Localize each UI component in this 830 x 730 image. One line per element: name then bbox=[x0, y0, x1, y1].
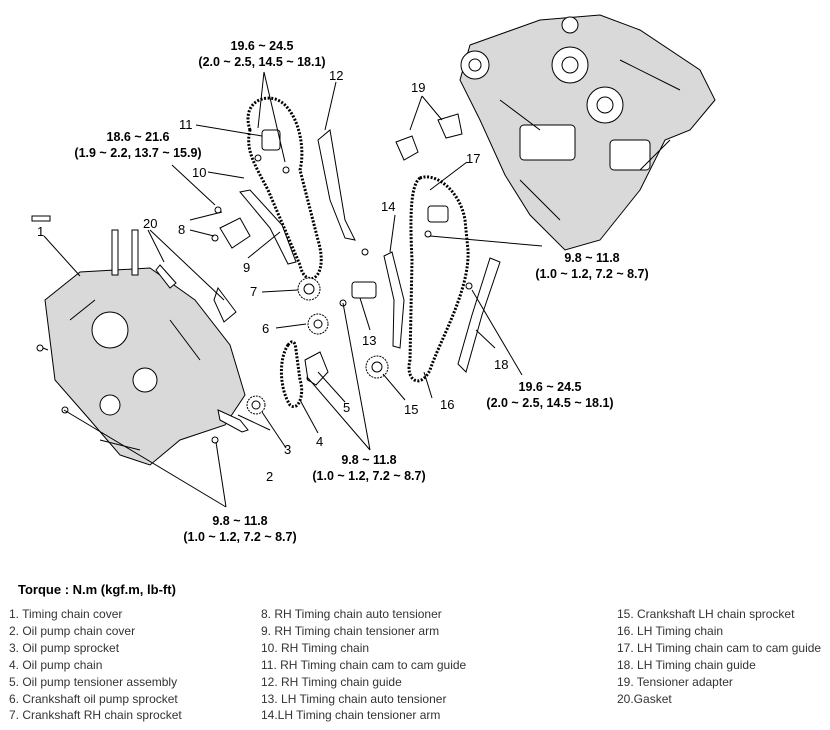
legend-column-3: 15. Crankshaft LH chain sprocket 16. LH … bbox=[617, 606, 821, 707]
lh-chain-guide-illustration bbox=[457, 257, 501, 373]
callout-5: 5 bbox=[343, 400, 350, 415]
exploded-parts-diagram: 1 2 3 4 5 6 7 8 9 10 11 12 13 14 15 16 1… bbox=[31, 14, 716, 544]
callout-20: 20 bbox=[143, 216, 157, 231]
callout-19: 19 bbox=[411, 80, 425, 95]
legend-item: 15. Crankshaft LH chain sprocket bbox=[617, 607, 795, 621]
rh-tensioner-arm-illustration bbox=[239, 189, 297, 265]
torque-value: 19.6 ~ 24.5 bbox=[519, 380, 582, 394]
callout-9: 9 bbox=[243, 260, 250, 275]
legend-column-2: 8. RH Timing chain auto tensioner 9. RH … bbox=[261, 606, 466, 724]
callout-8: 8 bbox=[178, 222, 185, 237]
legend-item: 5. Oil pump tensioner assembly bbox=[9, 674, 178, 689]
torque-sub: (1.0 ~ 1.2, 7.2 ~ 8.7) bbox=[183, 530, 296, 544]
callout-16: 16 bbox=[440, 397, 454, 412]
callout-15: 15 bbox=[404, 402, 418, 417]
legend-item: 17. LH Timing chain cam to cam guide bbox=[617, 640, 822, 655]
oil-pump-chain-cover-illustration bbox=[217, 409, 249, 433]
timing-chain-cover-illustration bbox=[44, 229, 246, 466]
legend-item: 8. RH Timing chain auto tensioner bbox=[261, 607, 442, 621]
legend-item: 2. Oil pump chain cover bbox=[9, 623, 136, 638]
callout-17: 17 bbox=[466, 151, 480, 166]
torque-value: 19.6 ~ 24.5 bbox=[231, 39, 294, 53]
engine-block-illustration bbox=[459, 14, 716, 251]
torque-sub: (1.9 ~ 2.2, 13.7 ~ 15.9) bbox=[74, 146, 201, 160]
callout-4: 4 bbox=[316, 434, 323, 449]
callout-13: 13 bbox=[362, 333, 376, 348]
legend-item: 6. Crankshaft oil pump sprocket bbox=[9, 691, 178, 706]
legend-item: 18. LH Timing chain guide bbox=[617, 657, 756, 672]
legend-item: 12. RH Timing chain guide bbox=[261, 674, 402, 689]
callout-1: 1 bbox=[37, 224, 44, 239]
legend-item: 16. LH Timing chain bbox=[617, 623, 724, 638]
legend-item: 3. Oil pump sprocket bbox=[9, 640, 120, 655]
legend-column-1: 1. Timing chain cover 2. Oil pump chain … bbox=[9, 606, 182, 724]
torque-value: 9.8 ~ 11.8 bbox=[341, 453, 396, 467]
callout-7: 7 bbox=[250, 284, 257, 299]
oil-pump-tensioner-illustration bbox=[304, 351, 329, 386]
leader-lines bbox=[43, 71, 543, 508]
lh-cam-guide-illustration bbox=[427, 205, 449, 223]
torque-value: 9.8 ~ 11.8 bbox=[212, 514, 267, 528]
callout-14: 14 bbox=[381, 199, 395, 214]
legend-item: 13. LH Timing chain auto tensioner bbox=[261, 691, 447, 706]
sprocket-icons bbox=[246, 277, 389, 415]
rh-cam-guide-illustration bbox=[261, 129, 281, 151]
tensioner-adapter-illustration bbox=[395, 113, 463, 161]
callout-10: 10 bbox=[192, 165, 206, 180]
oil-pump-chain-illustration bbox=[279, 340, 304, 409]
torque-units-title: Torque : N.m (kgf.m, lb-ft) bbox=[18, 582, 176, 597]
rh-chain-guide-illustration bbox=[317, 129, 356, 241]
callout-12: 12 bbox=[329, 68, 343, 83]
callout-11: 11 bbox=[179, 117, 193, 132]
callout-3: 3 bbox=[284, 442, 291, 457]
legend-item: 14.LH Timing chain tensioner arm bbox=[261, 708, 441, 723]
legend-item: 19. Tensioner adapter bbox=[617, 674, 733, 689]
legend-item: 1. Timing chain cover bbox=[9, 607, 123, 621]
lh-timing-chain-illustration bbox=[407, 175, 470, 383]
legend-item: 20.Gasket bbox=[617, 691, 672, 706]
callout-18: 18 bbox=[494, 357, 508, 372]
torque-value: 9.8 ~ 11.8 bbox=[564, 251, 619, 265]
lh-tensioner-arm-illustration bbox=[383, 251, 405, 349]
callout-2: 2 bbox=[266, 469, 273, 484]
legend-item: 10. RH Timing chain bbox=[261, 640, 370, 655]
gasket-illustration bbox=[155, 264, 237, 323]
torque-value: 18.6 ~ 21.6 bbox=[107, 130, 170, 144]
bolt-icons bbox=[31, 154, 473, 444]
lh-auto-tensioner-illustration bbox=[351, 281, 377, 299]
legend-item: 7. Crankshaft RH chain sprocket bbox=[9, 708, 182, 723]
torque-sub: (1.0 ~ 1.2, 7.2 ~ 8.7) bbox=[535, 267, 648, 281]
rh-timing-chain-illustration bbox=[246, 96, 323, 281]
torque-sub: (2.0 ~ 2.5, 14.5 ~ 18.1) bbox=[486, 396, 613, 410]
torque-sub: (1.0 ~ 1.2, 7.2 ~ 8.7) bbox=[312, 469, 425, 483]
rh-auto-tensioner-illustration bbox=[219, 217, 251, 249]
legend-item: 4. Oil pump chain bbox=[9, 657, 103, 672]
legend-item: 11. RH Timing chain cam to cam guide bbox=[261, 657, 467, 672]
callout-6: 6 bbox=[262, 321, 269, 336]
legend-item: 9. RH Timing chain tensioner arm bbox=[261, 623, 440, 638]
torque-sub: (2.0 ~ 2.5, 14.5 ~ 18.1) bbox=[198, 55, 325, 69]
